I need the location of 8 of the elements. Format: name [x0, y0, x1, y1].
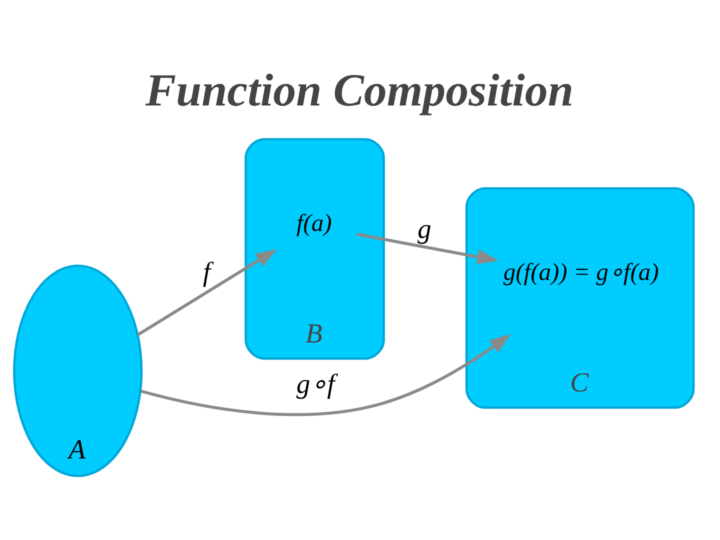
arrow: [356, 232, 499, 264]
arrow: [136, 248, 278, 336]
node-text: f(a): [296, 210, 332, 237]
diagram-title: Function Composition: [145, 64, 574, 116]
arrow: [140, 334, 512, 416]
node-text: g(f(a)) = g∘f(a): [503, 259, 659, 286]
edge-label: g: [418, 213, 432, 244]
node-ellipse: A: [13, 264, 143, 478]
